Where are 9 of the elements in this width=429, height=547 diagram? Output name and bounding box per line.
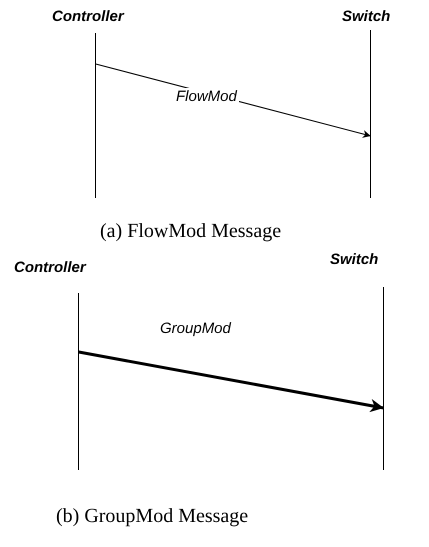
figure-caption: (b) GroupMod Message <box>56 505 248 528</box>
participant-name: Switch <box>342 8 390 25</box>
message-arrow <box>78 350 384 412</box>
participant-name: Controller <box>52 8 124 25</box>
figure-caption: (a) FlowMod Message <box>100 220 282 243</box>
message-label: FlowMod <box>174 88 239 105</box>
participant-name: Switch <box>330 251 378 268</box>
message-label: GroupMod <box>158 320 233 337</box>
participant-name: Controller <box>14 259 86 276</box>
